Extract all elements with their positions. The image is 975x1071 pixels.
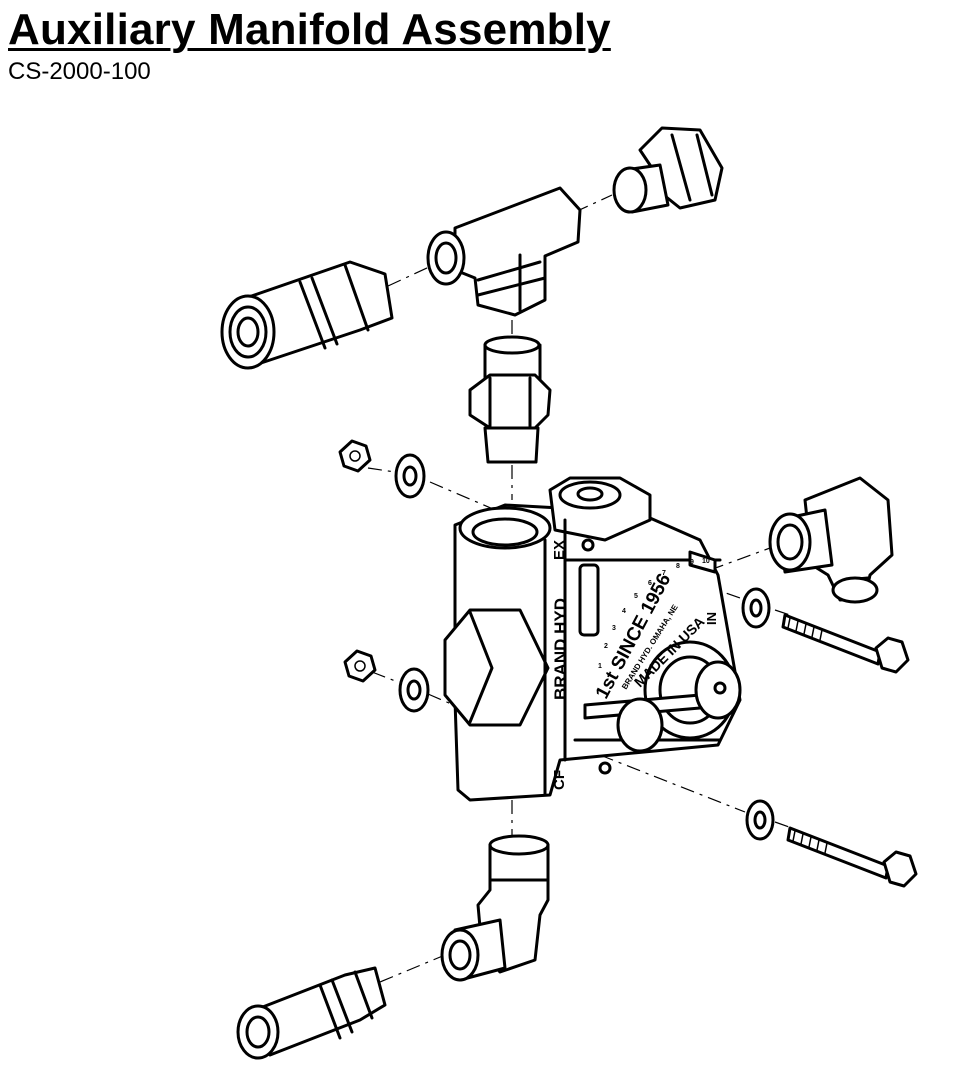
valve-body: BRAND HYD. EX CF IN 1st SINCE 1956 BRAND… <box>443 476 742 802</box>
port-ex-marking: EX <box>551 540 568 560</box>
washer-upper-right <box>741 587 771 629</box>
scale-mark-5: 5 <box>634 593 638 600</box>
scale-mark-9: 9 <box>690 559 694 566</box>
port-in-marking: IN <box>704 612 719 625</box>
part-number: CS-2000-100 <box>8 58 151 85</box>
hex-nipple-upper <box>468 335 552 464</box>
scale-mark-2: 2 <box>604 643 608 650</box>
brand-marking: BRAND HYD. <box>551 593 570 700</box>
scale-mark-4: 4 <box>622 608 626 615</box>
elbow-fitting-right <box>768 476 894 604</box>
bolt-upper <box>781 613 910 674</box>
flow-scale: 1 2 3 4 5 6 7 8 9 10 <box>598 558 710 670</box>
washer-lower-left <box>398 667 430 713</box>
scale-mark-10: 10 <box>702 558 710 565</box>
page-title: Auxiliary Manifold Assembly <box>8 5 611 54</box>
bolt-lower <box>786 826 918 888</box>
washer-lower-right <box>745 799 775 841</box>
port-cf-marking: CF <box>551 770 568 790</box>
quick-coupler-upper <box>220 260 394 370</box>
tee-fitting <box>426 186 582 317</box>
quick-coupler-lower <box>236 966 387 1060</box>
scale-mark-8: 8 <box>676 563 680 570</box>
scale-mark-3: 3 <box>612 625 616 632</box>
nut-lower <box>343 649 377 683</box>
washer-upper-left <box>394 453 426 499</box>
elbow-fitting-upper <box>612 126 724 214</box>
scale-mark-1: 1 <box>598 663 602 670</box>
nut-upper <box>338 439 372 473</box>
elbow-fitting-lower <box>440 834 550 982</box>
scale-mark-7: 7 <box>662 570 666 577</box>
scale-mark-6: 6 <box>648 580 652 587</box>
